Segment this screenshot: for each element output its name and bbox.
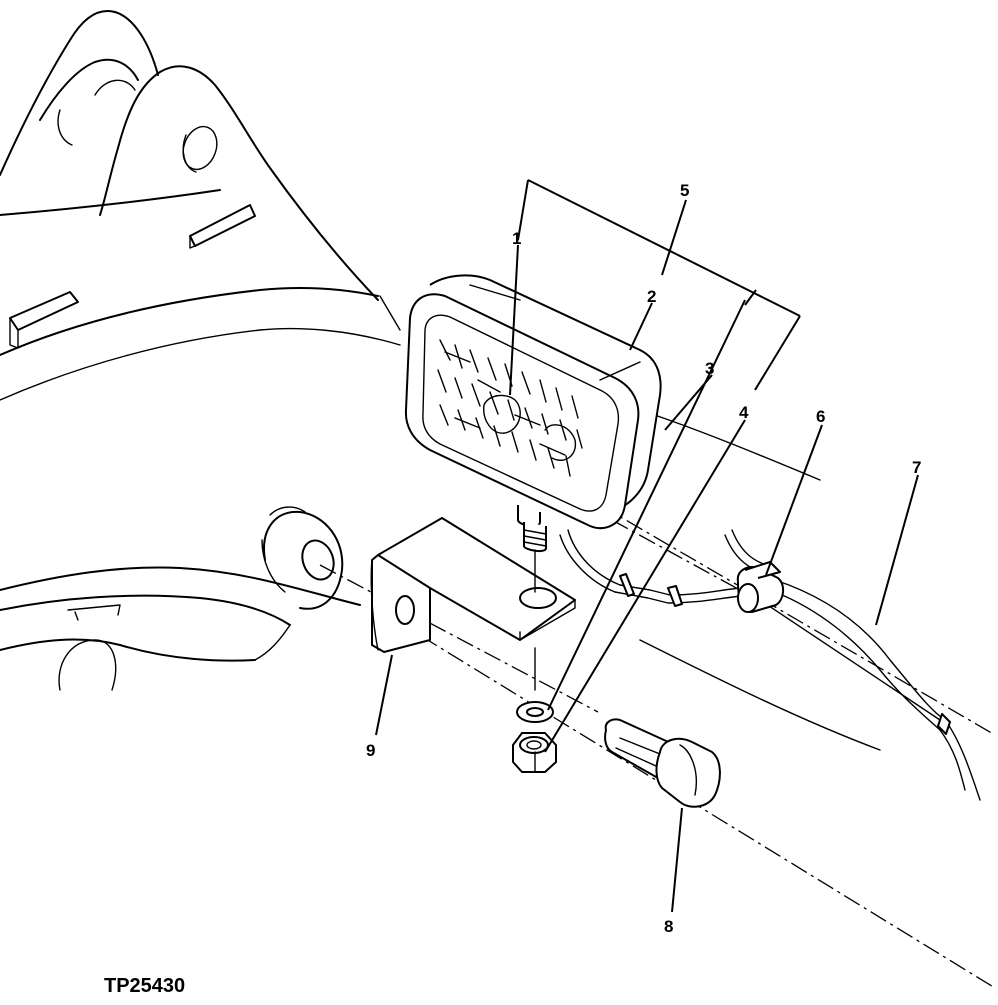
- callout-8: 8: [664, 917, 673, 936]
- mounting-bracket: [370, 517, 576, 691]
- callout-4: 4: [739, 403, 749, 422]
- callout-2: 2: [647, 287, 656, 306]
- wiring-harness: [614, 529, 981, 801]
- callout-6: 6: [816, 407, 825, 426]
- boom-structure: [0, 10, 996, 989]
- figure-id: TP25430: [104, 975, 185, 997]
- callout-3: 3: [705, 359, 714, 378]
- hex-nut: [512, 732, 557, 773]
- callout-5: 5: [680, 181, 689, 200]
- callout-labels: 1 2 3 4 5 6 7 8 9: [366, 181, 921, 936]
- callout-7: 7: [912, 458, 921, 477]
- bolt: [604, 718, 721, 808]
- callout-9: 9: [366, 741, 375, 760]
- lock-washer: [516, 701, 554, 723]
- lens-pattern: [437, 339, 583, 477]
- callout-1: 1: [512, 229, 521, 248]
- work-light: [404, 274, 662, 593]
- leader-lines: [375, 179, 919, 913]
